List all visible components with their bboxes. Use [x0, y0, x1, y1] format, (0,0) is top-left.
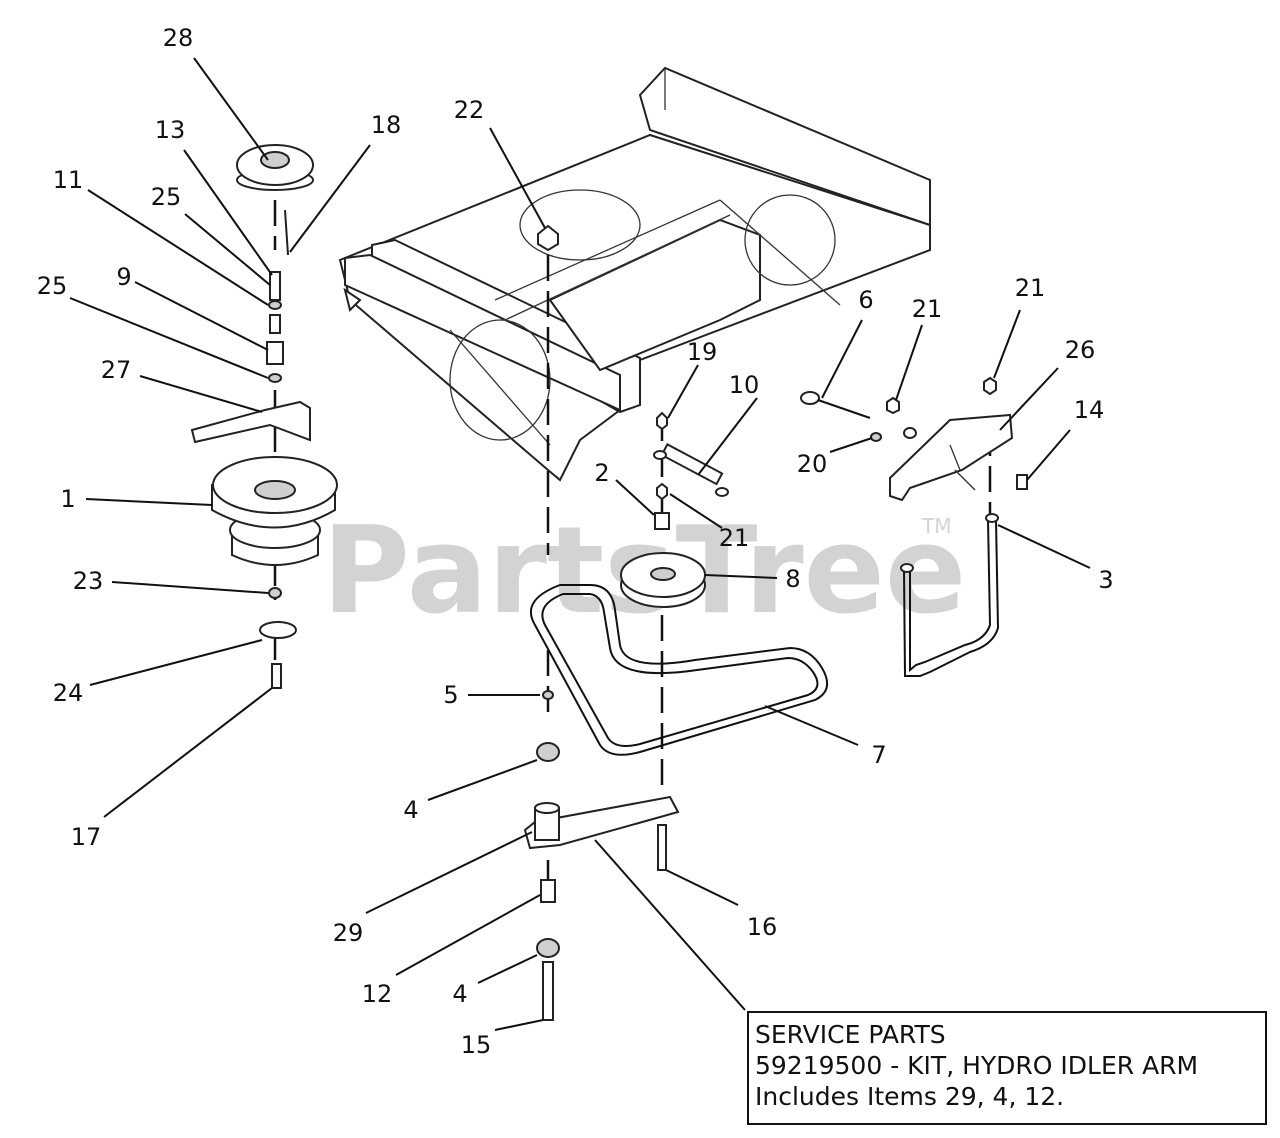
- clutch-bracket: [190, 400, 311, 444]
- callout-25a: 25: [151, 183, 182, 211]
- nut-23: [268, 587, 282, 599]
- spring-10: [653, 443, 729, 497]
- washer-20: [870, 432, 882, 442]
- frame: [338, 66, 931, 482]
- nut-21c: [983, 376, 997, 396]
- upper-pulley: [236, 144, 314, 191]
- service-parts-kit: 59219500 - KIT, HYDRO IDLER ARM: [755, 1051, 1198, 1080]
- callout-16: 16: [747, 913, 778, 941]
- service-parts-includes: Includes Items 29, 4, 12.: [755, 1082, 1064, 1111]
- callout-4b: 4: [452, 980, 467, 1008]
- nut-22: [537, 224, 559, 252]
- callout-9: 9: [116, 263, 131, 291]
- callout-2: 2: [594, 459, 609, 487]
- callout-11: 11: [53, 166, 84, 194]
- bracket-26: [889, 413, 1014, 502]
- spacer-2: [654, 512, 670, 530]
- callout-4a: 4: [403, 796, 418, 824]
- callout-7: 7: [871, 741, 886, 769]
- rod-3: [900, 513, 1000, 677]
- bolt-16: [657, 824, 667, 871]
- callout-13: 13: [155, 116, 186, 144]
- callout-3: 3: [1098, 566, 1113, 594]
- bolt-17: [271, 663, 282, 689]
- callout-17: 17: [71, 823, 102, 851]
- key-pin: [284, 209, 289, 256]
- bolt-15: [542, 961, 554, 1021]
- service-parts-box: SERVICE PARTS 59219500 - KIT, HYDRO IDLE…: [747, 1011, 1267, 1125]
- idler-pulley-8: [620, 552, 706, 608]
- watermark-tm: TM: [921, 514, 951, 538]
- callout-20: 20: [797, 450, 828, 478]
- nut-21: [656, 482, 668, 501]
- callout-24: 24: [53, 679, 84, 707]
- nut-21b: [886, 396, 900, 415]
- callout-26: 26: [1065, 336, 1096, 364]
- callout-6: 6: [858, 286, 873, 314]
- callout-15: 15: [461, 1031, 492, 1059]
- washer-24: [259, 621, 297, 639]
- callout-18: 18: [371, 111, 402, 139]
- callout-28: 28: [163, 24, 194, 52]
- callout-29: 29: [333, 919, 364, 947]
- callout-12: 12: [362, 980, 393, 1008]
- bearing-4b: [536, 938, 560, 958]
- service-parts-title: SERVICE PARTS: [755, 1020, 946, 1049]
- washer-5: [542, 690, 554, 700]
- callout-5: 5: [443, 681, 458, 709]
- belt-7: [529, 584, 829, 756]
- bushing-12: [540, 879, 556, 903]
- callout-21c: 21: [1015, 274, 1046, 302]
- callout-14: 14: [1074, 396, 1105, 424]
- callout-22: 22: [454, 96, 485, 124]
- idler-arm: [523, 795, 680, 850]
- callout-23: 23: [73, 567, 104, 595]
- callout-27: 27: [101, 356, 132, 384]
- callout-10: 10: [729, 371, 760, 399]
- callout-labels: 28 13 18 11 25 25 9 27 1 23 24 17 22 19 …: [37, 24, 1114, 1059]
- bolt-small: [269, 271, 281, 301]
- callout-25b: 25: [37, 272, 68, 300]
- nut-19: [656, 411, 668, 431]
- callout-19: 19: [687, 338, 718, 366]
- callout-1: 1: [60, 485, 75, 513]
- callout-21b: 21: [912, 295, 943, 323]
- rod-6: [800, 391, 871, 419]
- bearing-4a: [536, 742, 560, 762]
- bolt-14: [1016, 474, 1028, 490]
- callout-8: 8: [785, 565, 800, 593]
- clutch: [211, 456, 338, 566]
- spacer: [266, 341, 284, 365]
- leader-lines: [69, 57, 1091, 1031]
- callout-21a: 21: [719, 524, 750, 552]
